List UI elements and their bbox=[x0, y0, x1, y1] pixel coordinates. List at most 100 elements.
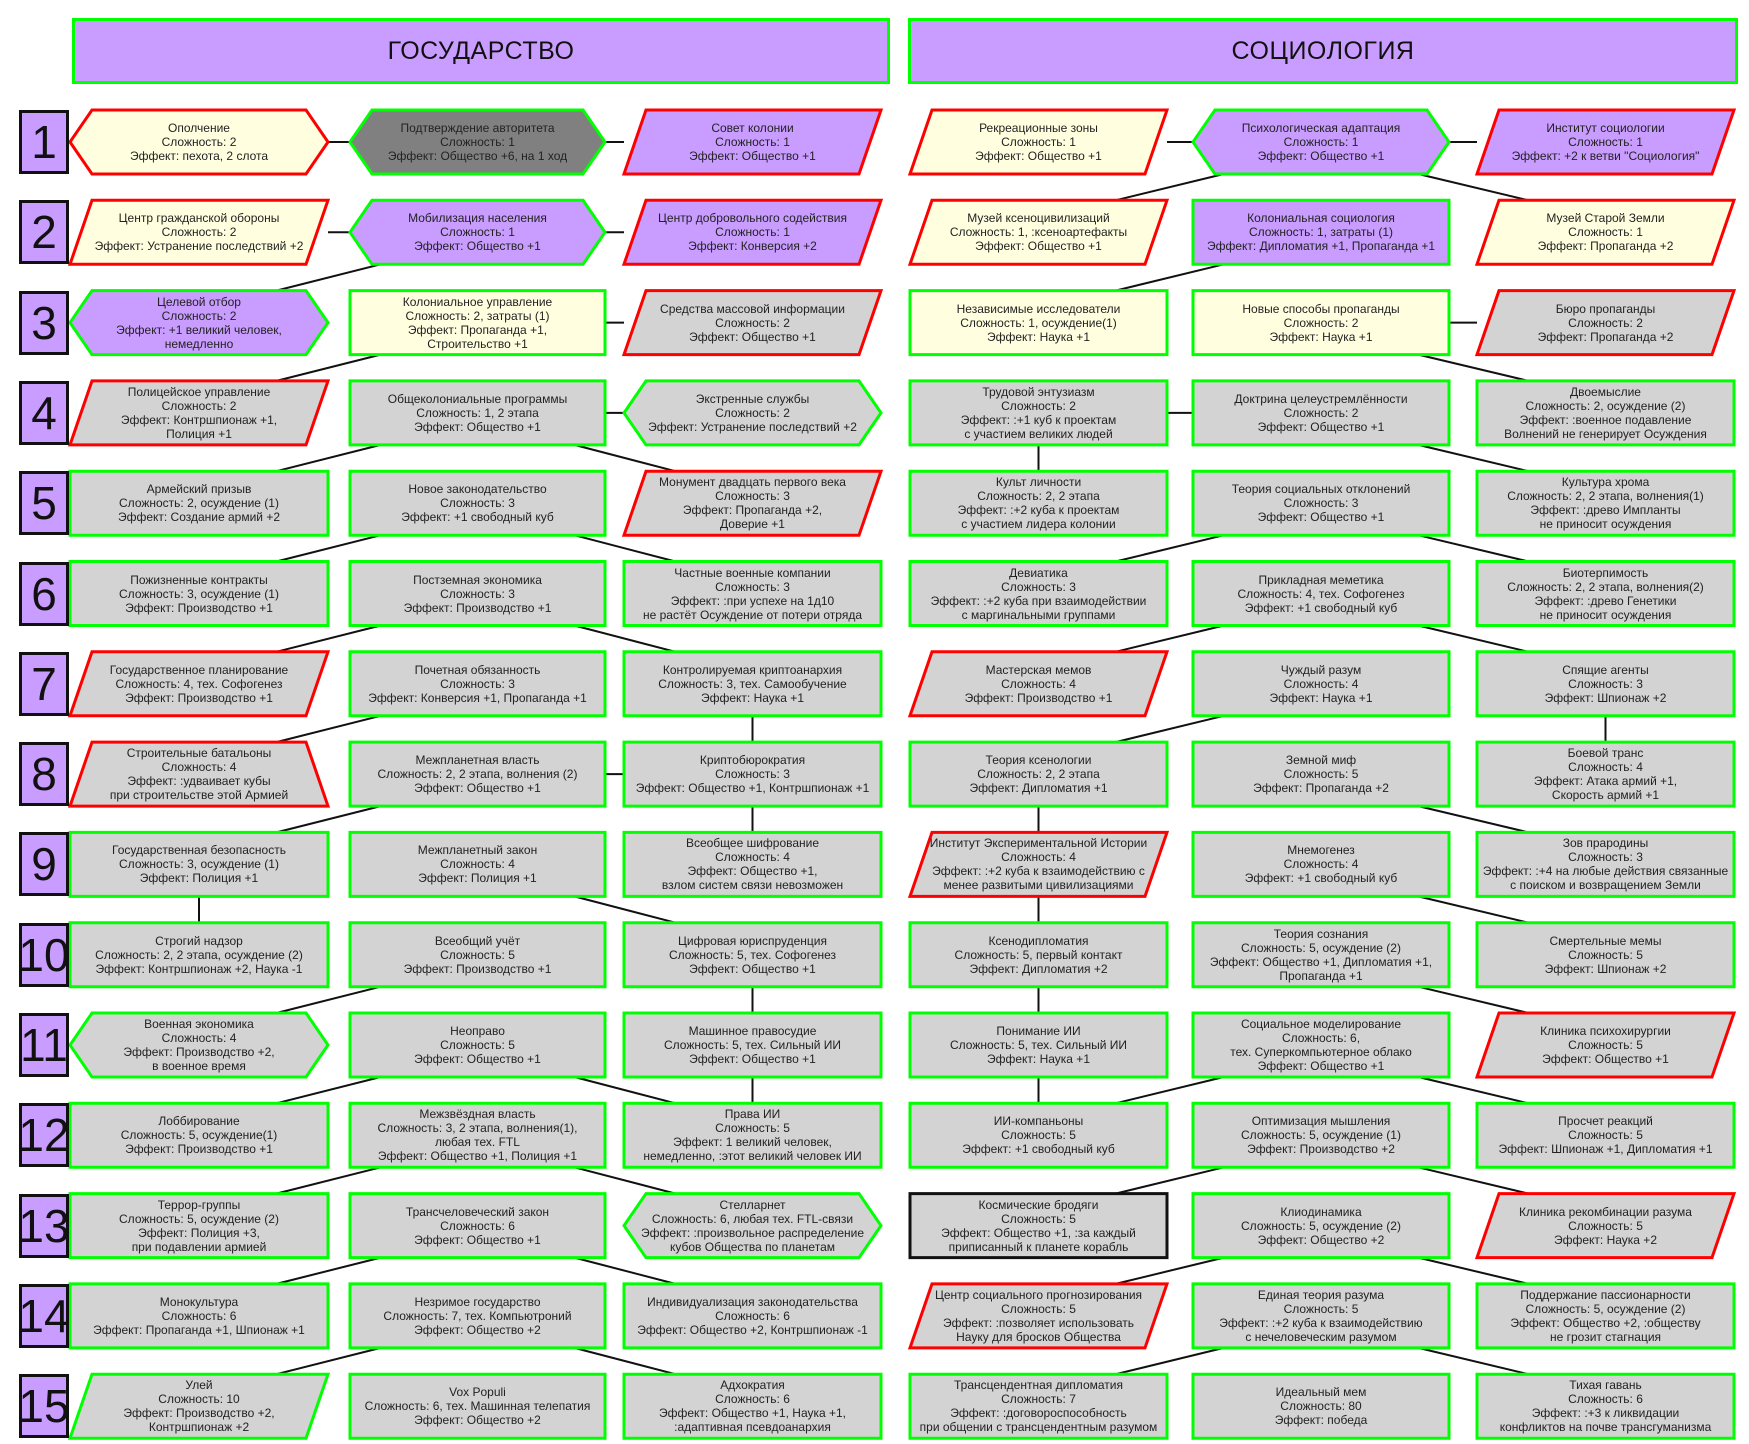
row-number: 11 bbox=[19, 1013, 69, 1077]
connector-line bbox=[1418, 1166, 1529, 1195]
tech-node-shape bbox=[1475, 1282, 1736, 1350]
tech-node-shape bbox=[1475, 560, 1736, 627]
connector-line bbox=[574, 1256, 676, 1285]
tech-node-shape bbox=[1475, 379, 1736, 447]
connector-line bbox=[574, 895, 676, 924]
tech-node-shape bbox=[622, 379, 883, 447]
tech-node-shape bbox=[908, 1372, 1169, 1440]
tech-node-shape bbox=[1475, 921, 1736, 989]
tech-node-shape bbox=[1475, 469, 1736, 537]
connector-line bbox=[276, 805, 381, 834]
tech-node-shape bbox=[907, 830, 1170, 898]
row-number: 3 bbox=[19, 290, 69, 355]
tech-node-shape bbox=[348, 1101, 607, 1169]
connector-line bbox=[1418, 985, 1529, 1014]
tech-node-shape bbox=[1474, 1011, 1737, 1079]
connector-line bbox=[574, 1346, 676, 1376]
connector-lines bbox=[198, 141, 1607, 1376]
tech-node-shape bbox=[622, 1282, 883, 1350]
tech-node-shape bbox=[1191, 921, 1451, 989]
connector-line bbox=[276, 1076, 381, 1105]
connector-line bbox=[276, 1166, 381, 1195]
connector-line bbox=[276, 714, 381, 744]
tech-node-shape bbox=[1191, 289, 1451, 357]
tech-node-shape bbox=[1191, 650, 1451, 718]
tech-node-shape bbox=[68, 830, 330, 898]
connector-line bbox=[1115, 263, 1224, 292]
tech-node-shape bbox=[348, 289, 607, 357]
tech-node-shape bbox=[621, 469, 884, 537]
tech-node-shape bbox=[907, 108, 1170, 176]
panel-header-sociologiya: СОЦИОЛОГИЯ bbox=[908, 18, 1738, 84]
tech-node-shape bbox=[348, 1372, 607, 1440]
tech-node-shape bbox=[348, 1011, 607, 1079]
row-number: 1 bbox=[19, 110, 69, 174]
tech-node-shape bbox=[67, 1372, 331, 1440]
node-shapes bbox=[67, 108, 1737, 1440]
tech-node-shape bbox=[348, 560, 607, 627]
tech-node-shape bbox=[348, 830, 607, 898]
tech-node-shape bbox=[622, 1192, 883, 1260]
tech-node-shape bbox=[908, 740, 1169, 808]
connector-line bbox=[1115, 1076, 1224, 1105]
tech-node-shape bbox=[1191, 469, 1451, 537]
tech-node-shape bbox=[622, 830, 883, 898]
tech-node-shape bbox=[621, 108, 884, 176]
tech-node-shape bbox=[1191, 1372, 1451, 1440]
tech-node-shape bbox=[348, 198, 607, 266]
row-number: 5 bbox=[19, 471, 69, 536]
tech-node-shape bbox=[68, 1192, 330, 1260]
tech-node-shape bbox=[348, 1282, 607, 1350]
tech-node-shape bbox=[68, 921, 330, 989]
row-number: 10 bbox=[18, 922, 70, 987]
connector-line bbox=[1418, 534, 1529, 563]
tech-node-shape bbox=[67, 740, 331, 808]
tech-node-shape bbox=[348, 740, 607, 808]
tech-node-shape bbox=[348, 921, 607, 989]
tech-node-shape bbox=[622, 921, 883, 989]
tech-node-shape bbox=[907, 198, 1170, 266]
tech-node-shape bbox=[67, 650, 331, 718]
tech-node-shape bbox=[1474, 289, 1737, 357]
connector-line bbox=[1418, 443, 1529, 473]
tech-node-shape bbox=[622, 650, 883, 718]
connector-line bbox=[1115, 173, 1224, 202]
connector-line bbox=[1115, 1346, 1224, 1376]
tech-node-shape bbox=[1191, 1282, 1451, 1350]
row-number: 15 bbox=[18, 1374, 70, 1439]
tech-node-shape bbox=[68, 469, 330, 537]
tech-node-shape bbox=[1191, 379, 1451, 447]
connector-line bbox=[276, 534, 381, 563]
connector-line bbox=[574, 534, 676, 563]
tech-node-shape bbox=[908, 469, 1169, 537]
tech-node-shape bbox=[1474, 198, 1737, 266]
tech-node-shape bbox=[348, 469, 607, 537]
connector-line bbox=[574, 624, 676, 653]
tech-node-shape bbox=[908, 379, 1169, 447]
connector-line bbox=[1418, 1346, 1529, 1376]
row-number: 12 bbox=[18, 1103, 70, 1168]
tech-node-shape bbox=[1475, 650, 1736, 718]
connector-line bbox=[574, 443, 676, 473]
tech-node-shape bbox=[1475, 1372, 1736, 1440]
connector-line bbox=[1418, 624, 1529, 653]
connector-line bbox=[1418, 1256, 1529, 1285]
tech-node-shape bbox=[1474, 108, 1737, 176]
tech-node-shape bbox=[908, 921, 1169, 989]
connector-line bbox=[276, 443, 381, 473]
tech-node-shape bbox=[68, 289, 330, 357]
tech-node-shape bbox=[621, 198, 884, 266]
tech-node-shape bbox=[908, 560, 1169, 627]
connector-line bbox=[1115, 534, 1224, 563]
tech-node-shape bbox=[621, 289, 884, 357]
tech-node-shape bbox=[622, 1011, 883, 1079]
tech-node-shape bbox=[68, 1101, 330, 1169]
tech-node-shape bbox=[68, 1282, 330, 1350]
connector-line bbox=[574, 1166, 676, 1195]
tech-node-shape bbox=[67, 379, 331, 447]
connector-line bbox=[276, 353, 381, 382]
row-number: 9 bbox=[19, 832, 69, 897]
tech-node-shape bbox=[348, 1192, 607, 1260]
connector-line bbox=[276, 1346, 381, 1376]
